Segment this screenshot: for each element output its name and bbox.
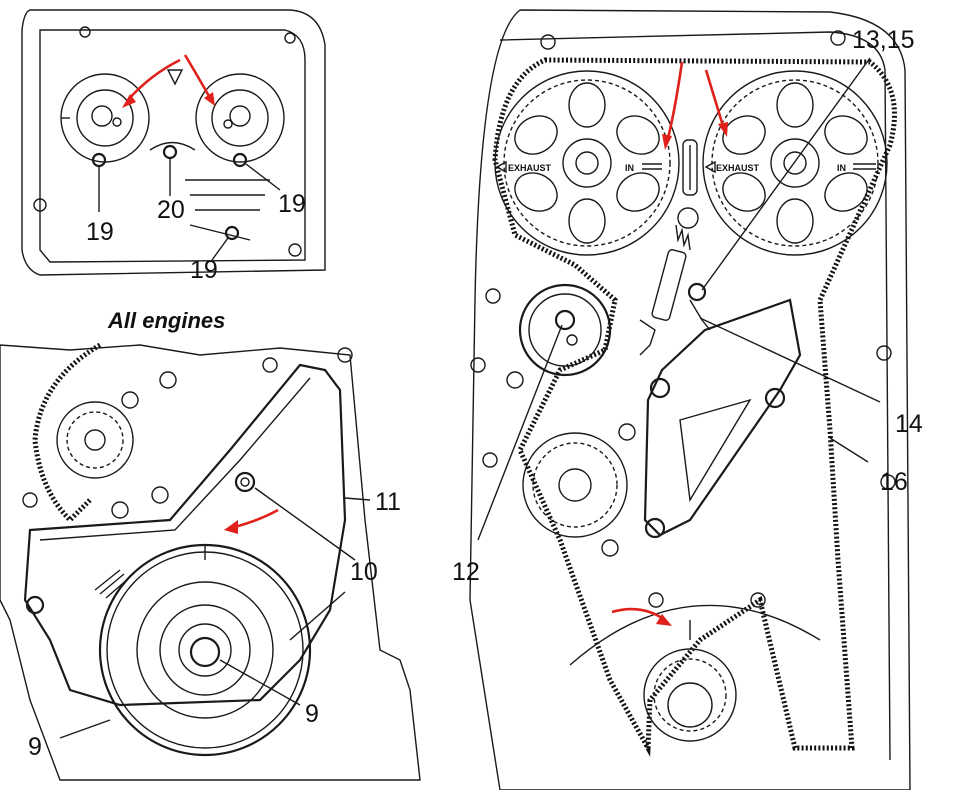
cam-mark-arrow-right [704, 69, 725, 127]
idler-pulley-12 [518, 283, 612, 377]
bottom-left-panel: 11 10 9 9 [0, 342, 421, 781]
tensioner-13-15[interactable] [639, 207, 711, 356]
timing-belt-16[interactable] [492, 57, 897, 757]
timing-mark-arrow-right [183, 54, 212, 99]
intermediate-sprocket [522, 432, 628, 538]
label-19-lower: 19 [190, 256, 218, 284]
label-19-right: 19 [278, 190, 306, 218]
bolt-19-lower [224, 225, 240, 241]
cam-mark-arrow-left [666, 61, 684, 139]
bolt-19-left [91, 152, 107, 168]
lower-cover [23, 363, 347, 707]
label-16: 16 [880, 468, 908, 496]
bolt-19-right [232, 152, 248, 168]
crank-mark-arrow [611, 607, 663, 620]
label-11: 11 [375, 488, 401, 516]
belt-left-section [32, 342, 102, 524]
bolt-20 [162, 144, 178, 160]
label-14: 14 [895, 410, 923, 438]
label-12: 12 [452, 558, 480, 586]
right-panel: EXHAUST IN EXHAUST IN [452, 9, 923, 790]
bolt-10 [234, 471, 256, 493]
cam-pulley-left [60, 73, 150, 163]
mark-in-right: IN [837, 163, 846, 173]
timing-mark-arrow-left [127, 58, 181, 101]
crank-sprocket [643, 620, 737, 742]
gear-upper-left [56, 401, 134, 479]
crank-rotation-arrow [234, 508, 279, 529]
label-9-left: 9 [28, 733, 42, 761]
mark-in-left: IN [625, 163, 634, 173]
bolt-left-edge [25, 595, 45, 615]
label-19-left: 19 [86, 218, 114, 246]
tensioner-bracket [643, 298, 802, 537]
top-left-panel: 19 20 19 19 [21, 9, 326, 284]
crank-bolt [189, 636, 221, 668]
crank-pulley [98, 543, 312, 757]
caption-all-engines: All engines [107, 308, 225, 333]
label-10: 10 [350, 558, 378, 586]
label-20: 20 [157, 196, 185, 224]
mark-exhaust-left: EXHAUST [508, 163, 552, 173]
label-9-right: 9 [305, 700, 319, 728]
label-13-15: 13,15 [852, 26, 915, 54]
cam-pulley-right [195, 73, 285, 163]
mark-exhaust-right: EXHAUST [716, 163, 760, 173]
